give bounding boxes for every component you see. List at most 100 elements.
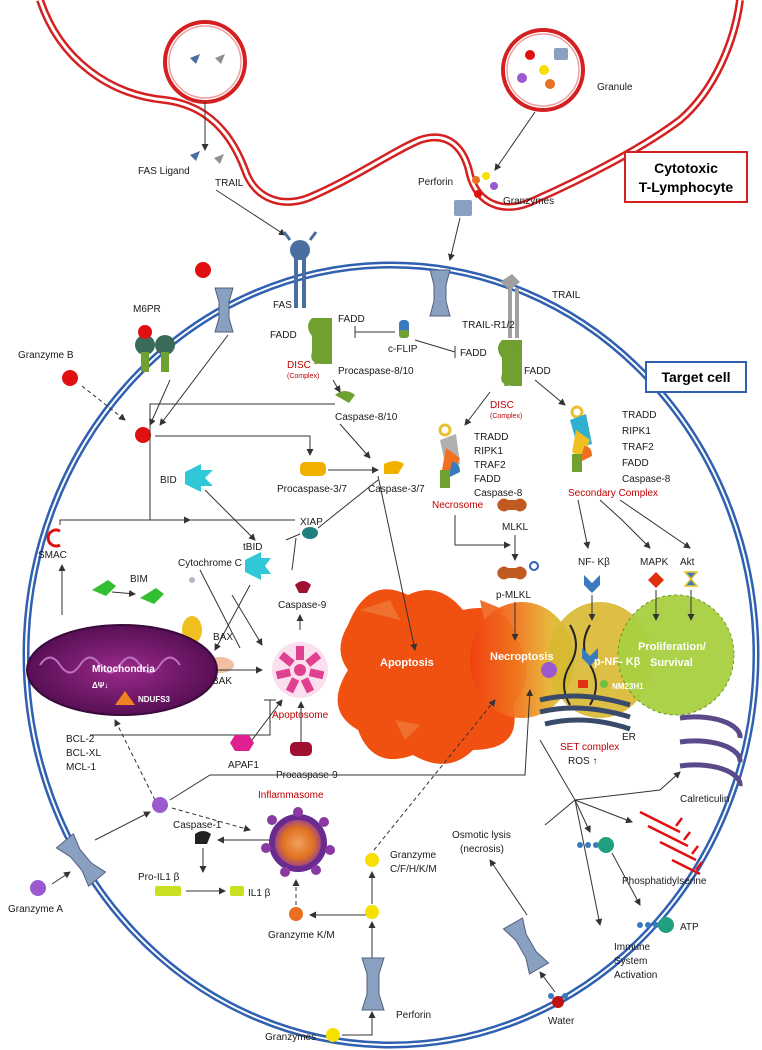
akt-label: Akt <box>680 557 695 568</box>
prolif-label-line1: Proliferation/ <box>638 641 706 653</box>
necro-fadd-label: FADD <box>474 474 501 485</box>
m6pr-receptor <box>135 325 175 372</box>
granzyme-a-cytosol-icon <box>152 797 168 813</box>
casp9-label: Caspase-9 <box>278 600 327 611</box>
inflammasome <box>261 807 335 877</box>
mlkl-icon <box>497 498 527 512</box>
set-icon <box>578 680 588 688</box>
osmotic-label-line2: (necrosis) <box>460 844 504 855</box>
granzyme-b-cytosol-icon <box>135 427 151 443</box>
granzyme-cf-label-line2: C/F/H/K/M <box>390 864 437 875</box>
trail-receptor <box>500 274 520 338</box>
immune-label-line1: Immune <box>614 942 651 953</box>
er-label: ER <box>622 732 636 743</box>
nfkb-icon <box>584 575 600 593</box>
fas-ligand-icon <box>190 151 200 161</box>
bim-icon-a <box>92 580 116 596</box>
fadd-left2-label: FADD <box>338 314 365 325</box>
immune-label-line3: Activation <box>614 970 657 981</box>
granzyme-a-icon <box>30 880 46 896</box>
mlkl-label: MLKL <box>502 522 529 533</box>
fas-ligand-label: FAS Ligand <box>138 166 190 177</box>
granzymes-bottom-label: Granzymes <box>265 1032 316 1043</box>
xiap-icon <box>302 527 318 539</box>
procasp9-icon <box>290 742 312 756</box>
caspase1-icon <box>195 831 211 844</box>
ctl-title-line1: Cytotoxic <box>654 160 718 176</box>
trail-right-label: TRAIL <box>552 290 581 301</box>
granzyme-b-outside-icon <box>195 262 211 278</box>
trail-top-label: TRAIL <box>215 178 244 189</box>
complex-left-label: (Complex) <box>287 373 319 380</box>
necro-traf2-label: TRAF2 <box>474 460 506 471</box>
apaf1-label: APAF1 <box>228 760 259 771</box>
disc-right-label: DISC <box>490 400 514 411</box>
granzyme-cf-icon <box>365 853 379 867</box>
perforin-bottom-label: Perforin <box>396 1010 431 1021</box>
granzymes-top-label: Granzymes <box>503 196 554 207</box>
sec-traf2-label: TRAF2 <box>622 442 654 453</box>
apaf1-icon <box>230 735 254 751</box>
bid-icon <box>185 464 213 492</box>
phosphatidylserine-label: Phosphatidylserine <box>622 876 707 887</box>
secondary-complex <box>570 405 592 472</box>
granule-granzyme <box>501 28 585 112</box>
immune-label-line2: System <box>614 956 647 967</box>
bax-label: BAX <box>213 632 233 643</box>
perforin-top-icon <box>454 200 472 216</box>
target-box: Target cell <box>645 361 747 393</box>
bid-label: BID <box>160 475 177 486</box>
procasp810-label: Procaspase-8/10 <box>338 366 414 377</box>
sec-fadd-label: FADD <box>622 458 649 469</box>
ndufs3-icon <box>115 691 135 705</box>
granzyme-km-icon <box>289 907 303 921</box>
pmlkl-label: p-MLKL <box>496 590 531 601</box>
ctl-membrane <box>36 0 744 211</box>
perforin-pore-water <box>502 917 550 975</box>
ctl-box: Cytotoxic T-Lymphocyte <box>624 151 748 203</box>
nm23h1-label: NM23H1 <box>612 682 644 691</box>
il1b-icon <box>230 886 244 896</box>
set-complex-label: SET complex <box>560 742 619 753</box>
bcl2-label: BCL-2 <box>66 734 95 745</box>
cytc-icon <box>189 577 195 583</box>
granzymes-bottom-icon <box>326 1028 340 1042</box>
granzyme-b-label: Granzyme B <box>18 350 74 361</box>
necroptosis-label: Necroptosis <box>490 651 554 663</box>
secondary-complex-label: Secondary Complex <box>568 488 658 499</box>
il1b-label: IL1 β <box>248 888 271 899</box>
nm23h1-icon <box>600 680 608 688</box>
tbid-icon <box>245 552 271 580</box>
trail-ligand-icon <box>214 154 224 164</box>
casp810-icon <box>335 391 355 403</box>
apoptosis-label: Apoptosis <box>380 657 434 669</box>
calreticulin-label: Calreticulin <box>680 794 729 805</box>
water-label: Water <box>548 1016 575 1027</box>
phosphatidylserine-icon <box>639 810 703 876</box>
sec-tradd-label: TRADD <box>622 410 656 421</box>
cflip-label: c-FLIP <box>388 344 418 355</box>
sec-casp8-label: Caspase-8 <box>622 474 671 485</box>
proil1b-label: Pro-IL1 β <box>138 872 180 883</box>
perforin-pore-granzyme-a <box>55 832 107 888</box>
sec-ripk1-label: RIPK1 <box>622 426 651 437</box>
inflammasome-label: Inflammasome <box>258 790 324 801</box>
granzyme-a-label: Granzyme A <box>8 904 63 915</box>
complex-right-label: (Complex) <box>490 413 522 420</box>
casp37-icon <box>384 461 404 474</box>
apoptosome <box>272 642 328 698</box>
bclxl-label: BCL-XL <box>66 748 101 759</box>
akt-icon <box>683 571 699 587</box>
cytc-label: Cytochrome C <box>178 558 242 569</box>
ndufs3-label: NDUFS3 <box>138 695 171 704</box>
ctl-title-line2: T-Lymphocyte <box>639 179 734 195</box>
mitochondria <box>26 624 218 716</box>
mcl1-label: MCL-1 <box>66 762 96 773</box>
calreticulin-icon <box>679 714 743 787</box>
casp9-icon <box>295 581 311 593</box>
granule-label: Granule <box>597 82 633 93</box>
mapk-label: MAPK <box>640 557 669 568</box>
atp-icon-inside <box>577 837 614 853</box>
perforin-pore-top <box>429 269 451 317</box>
apoptosome-label: Apoptosome <box>272 710 329 721</box>
